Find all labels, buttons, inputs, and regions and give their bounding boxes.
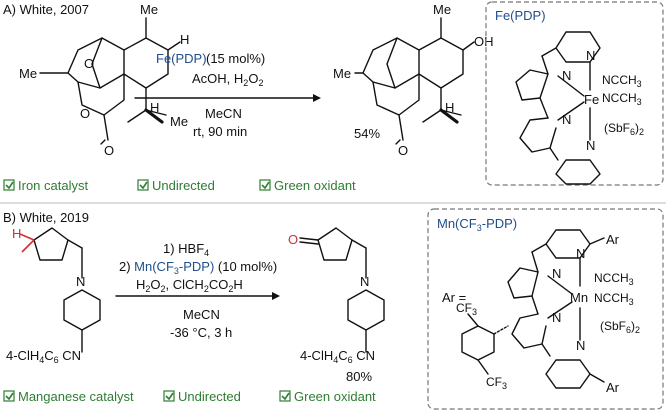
fe-pdp-title: Fe(PDP) [495, 8, 546, 23]
step1: 1) HBF4 [163, 241, 209, 258]
label-cf3-top: CF3 [456, 301, 477, 317]
feature-a-green: Green oxidant [274, 178, 356, 193]
label-me2: Me [140, 2, 158, 17]
label-h3: H [445, 100, 454, 115]
features-b [3, 390, 291, 402]
label-ncch3-1: NCCH3 [602, 73, 642, 89]
label-o2: O [80, 106, 90, 121]
label-me4: Me [333, 66, 351, 81]
label-o1: O [84, 56, 94, 71]
label-o-red: O [288, 232, 298, 247]
feature-b-green: Green oxidant [294, 389, 376, 404]
product-b [299, 227, 385, 353]
label-fe: Fe [584, 92, 599, 107]
label-n-mn1: N [552, 266, 561, 281]
catalyst-fe-inline: Fe(PDP) [156, 51, 207, 66]
label-o3: O [104, 143, 114, 158]
label-oh: OH [474, 34, 494, 49]
mn-pdp-box [427, 208, 664, 410]
label-mn-sbf6: (SbF6)2 [600, 319, 640, 335]
substrate-b [19, 227, 101, 353]
yield-a: 54% [354, 126, 380, 141]
label-me3: Me [170, 114, 188, 129]
panel-a-heading: A) White, 2007 [3, 2, 89, 17]
label-ncch3-2: NCCH3 [602, 91, 642, 107]
label-h-red: H [12, 226, 21, 241]
label-h1: H [180, 32, 189, 47]
label-me1: Me [19, 66, 37, 81]
ar-definition: Ar = [442, 290, 466, 305]
feature-b-manganese: Manganese catalyst [18, 389, 134, 404]
feature-a-undirected: Undirected [152, 178, 215, 193]
label-n-mn2: N [576, 246, 585, 261]
fe-pdp-box [485, 1, 664, 186]
yield-b: 80% [346, 369, 372, 384]
mn-pdp-title: Mn(CF3-PDP) [437, 216, 517, 233]
feature-b-undirected: Undirected [178, 389, 241, 404]
substrate-a [39, 17, 181, 145]
label-mn-ncch3-1: NCCH3 [594, 271, 634, 287]
label-n-prod: N [360, 274, 369, 289]
solvent-b: MeCN [183, 307, 220, 322]
label-n-sm: N [76, 274, 85, 289]
arrowhead-a [313, 94, 321, 102]
label-n-mn4: N [576, 338, 585, 353]
label-n4: N [586, 138, 595, 153]
label-h2: H [150, 100, 159, 115]
label-n3: N [562, 112, 571, 127]
sm-label: 4-ClH4C6 CN [6, 348, 81, 365]
label-mn: Mn [570, 290, 588, 305]
label-n2: N [586, 48, 595, 63]
feature-a-iron: Iron catalyst [18, 178, 88, 193]
label-n1: N [562, 68, 571, 83]
label-ar-bottom: Ar [606, 380, 620, 395]
label-mn-ncch3-2: NCCH3 [594, 291, 634, 307]
fe-loading: (15 mol%) [206, 51, 265, 66]
conditions-a: rt, 90 min [193, 124, 247, 139]
label-o4: O [398, 143, 408, 158]
solvent-a: MeCN [205, 106, 242, 121]
arrowhead-b [272, 292, 280, 300]
reagents-a: AcOH, H2O2 [192, 71, 263, 88]
fe-pdp-structure [515, 31, 601, 185]
conditions-b: -36 °C, 3 h [170, 325, 232, 340]
panel-b-heading: B) White, 2019 [3, 210, 89, 225]
label-ar-top: Ar [606, 232, 620, 247]
label-sbf6: (SbF6)2 [604, 121, 644, 137]
product-a [354, 17, 475, 145]
label-cf3-bottom: CF3 [486, 375, 507, 391]
product-label: 4-ClH4C6 CN [300, 348, 375, 365]
label-me5: Me [433, 2, 451, 17]
features-a [3, 179, 271, 191]
mn-pdp-structure [461, 229, 605, 389]
label-n-mn3: N [552, 310, 561, 325]
reagents-b: H2O2, ClCH2CO2H [136, 277, 243, 294]
step2: 2) Mn(CF3-PDP) (10 mol%) [119, 259, 277, 276]
